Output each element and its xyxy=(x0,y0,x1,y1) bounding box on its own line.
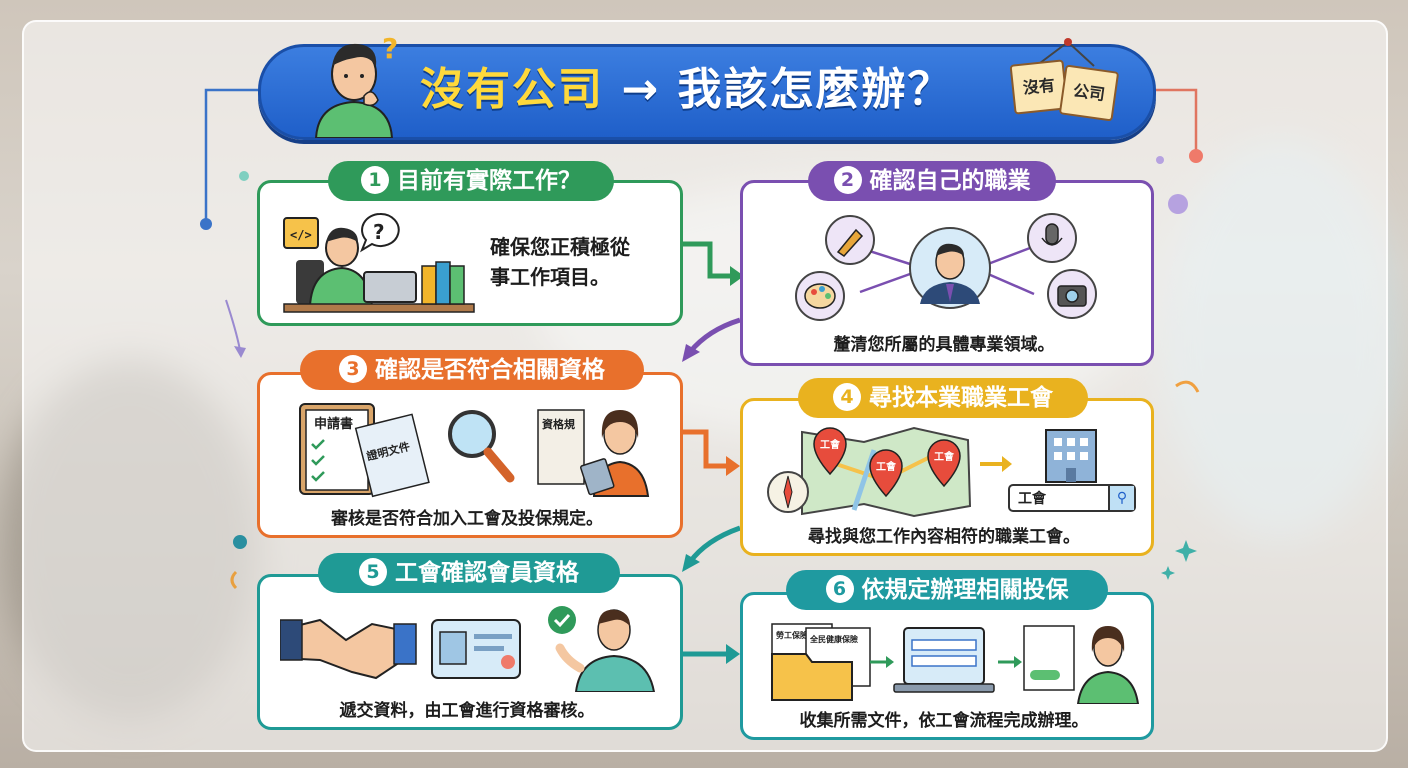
svg-text:?: ? xyxy=(382,32,398,65)
worker-at-laptop-icon: </> ? xyxy=(283,212,475,313)
labor-insurance-label: 勞工保險 xyxy=(776,630,808,640)
banner-right-connector xyxy=(1150,88,1198,150)
folder-icon xyxy=(771,653,853,701)
deco-dot xyxy=(239,171,249,181)
step-6-description: 收集所需文件，依工會流程完成辦理。 xyxy=(799,711,1089,731)
step-4-title: 4 尋找本業職業工會 xyxy=(798,378,1088,418)
content-frame xyxy=(22,20,1388,752)
sign-right: 公司 xyxy=(1058,64,1120,122)
application-form-label: 申請書 xyxy=(314,416,353,432)
title-part2: 我該怎麼辦？ xyxy=(677,64,954,115)
connector-dot xyxy=(200,218,212,230)
step-5-number: 5 xyxy=(359,558,387,586)
step-3-title: 3 確認是否符合相關資格 xyxy=(300,350,644,390)
step-1-desc-line2: 事工作項目。 xyxy=(490,265,610,289)
search-input-text: 工會 xyxy=(1018,491,1046,507)
union-map: 工會 工會 工會 xyxy=(767,426,1097,518)
svg-text:</>: </> xyxy=(290,228,312,242)
qualification-label: 資格規 xyxy=(542,417,575,431)
map-pin-icon xyxy=(813,427,847,476)
search-icon: ⚲ xyxy=(1108,486,1134,510)
pen-icon xyxy=(836,228,864,257)
pin-label: 工會 xyxy=(820,438,841,451)
deco-dot xyxy=(1156,156,1164,164)
banner-left-connector xyxy=(204,88,258,222)
step-1-description: 確保您正積極從 事工作項目。 xyxy=(490,232,630,292)
step-2-title: 2 確認自己的職業 xyxy=(808,161,1056,201)
magnifier-icon xyxy=(448,410,496,458)
step-5-title-text: 工會確認會員資格 xyxy=(395,560,579,586)
deco-arc xyxy=(230,570,238,590)
step-6-title-text: 依規定辦理相關投保 xyxy=(861,577,1069,603)
step-1-number: 1 xyxy=(361,166,389,194)
step-3-title-text: 確認是否符合相關資格 xyxy=(375,357,605,383)
deco-sparkle xyxy=(1161,566,1175,580)
no-company-sign: 沒有 公司 xyxy=(1009,38,1120,122)
pin-label: 工會 xyxy=(876,460,897,473)
step-5-title: 5 工會確認會員資格 xyxy=(318,553,620,593)
page-title: 沒有公司 → 我該怎麼辦？ xyxy=(420,60,1020,120)
deco-dot xyxy=(233,535,247,549)
arrow-3-to-4 xyxy=(682,429,726,469)
health-insurance-label: 全民健康保險 xyxy=(809,634,858,644)
step-3-number: 3 xyxy=(339,355,367,383)
step-1-title-text: 目前有實際工作？ xyxy=(397,168,581,194)
step-2-number: 2 xyxy=(833,166,862,194)
arrow-1-to-2 xyxy=(682,241,730,279)
title-banner xyxy=(258,44,1156,140)
step-5-description: 遞交資料，由工會進行資格審核。 xyxy=(339,701,595,721)
microphone-icon xyxy=(1045,223,1059,245)
deco-dot xyxy=(1168,194,1188,214)
step-1-title: 1 目前有實際工作？ xyxy=(328,161,614,201)
step-1-desc-line1: 確保您正積極從 xyxy=(490,235,630,259)
step-2-description: 釐清您所屬的具體專業領域。 xyxy=(833,335,1055,355)
map-pin-icon xyxy=(927,439,961,488)
pin-label: 工會 xyxy=(934,450,955,463)
arrow-4-to-5 xyxy=(687,525,741,564)
step-4-number: 4 xyxy=(833,383,861,411)
deco-sparkle xyxy=(1175,540,1197,562)
title-part1: 沒有公司 xyxy=(420,64,604,115)
step-4-description: 尋找與您工作內容相符的職業工會。 xyxy=(808,527,1080,547)
deco-curve-left xyxy=(225,299,241,351)
arrow-2-to-3 xyxy=(688,317,741,354)
check-icon xyxy=(548,606,576,634)
union-search-box[interactable]: 工會 ⚲ xyxy=(1008,484,1136,512)
profession-diagram xyxy=(795,213,1097,321)
deco-arc xyxy=(1175,380,1200,393)
step-2-title-text: 確認自己的職業 xyxy=(869,168,1031,194)
thinking-person-icon: ? xyxy=(314,32,398,138)
map-pin-icon xyxy=(869,449,903,498)
step-6-title: 6 依規定辦理相關投保 xyxy=(786,570,1108,610)
step-6-number: 6 xyxy=(825,575,854,603)
step-4-title-text: 尋找本業職業工會 xyxy=(869,385,1053,411)
connector-dot xyxy=(1189,149,1203,163)
insurance-process: 勞工保險 全民健康保險 xyxy=(771,623,1140,704)
svg-text:?: ? xyxy=(373,220,385,244)
step-3-description: 審核是否符合加入工會及投保規定。 xyxy=(331,509,603,529)
qualification-documents: 申請書 證明文件 資格規 xyxy=(299,403,650,498)
title-arrow: → xyxy=(621,64,661,115)
membership-review xyxy=(280,606,656,692)
